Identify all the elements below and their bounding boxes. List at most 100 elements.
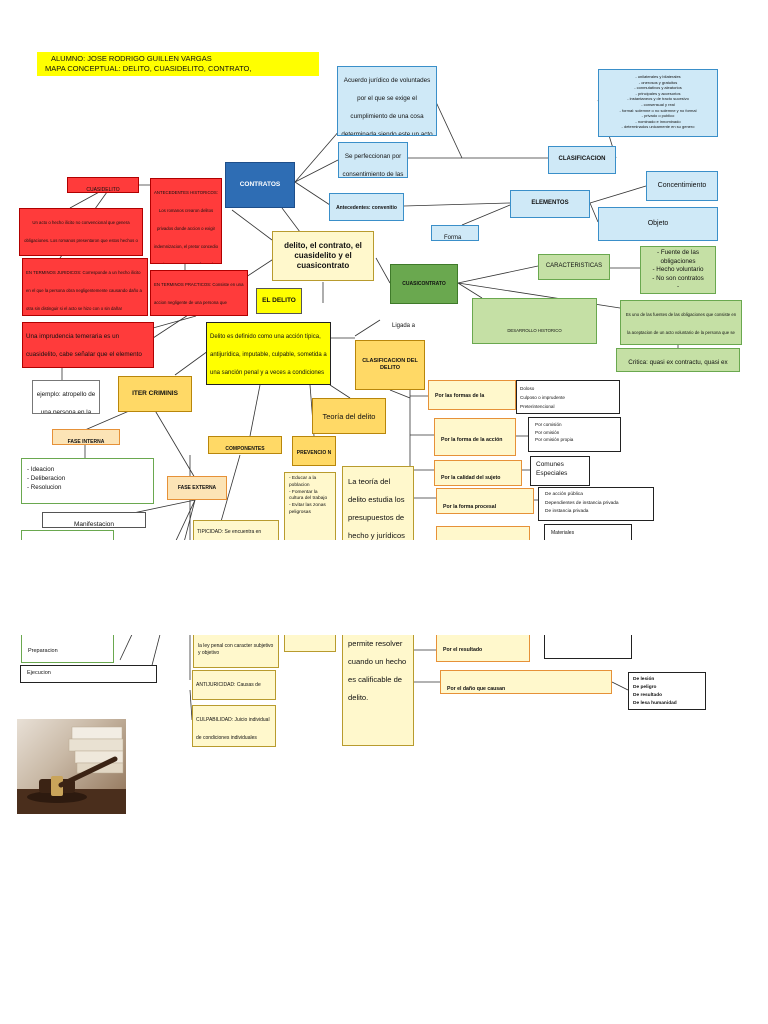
elemento-concentimiento: Concentimiento [646, 171, 718, 201]
cuasidelito-ejemplo-text: ejemplo: atropello de una persona en la … [36, 391, 96, 414]
list-item: - onerosos y gratuitos [638, 79, 678, 85]
contrato-forma: Forma [431, 225, 479, 241]
contratos-label: CONTRATOS [239, 181, 281, 189]
cuasidelito-definicion: Un acto o hecho ilicito no convencional … [19, 208, 143, 256]
culpabilidad-node: CULPABILIDAD: Juicio individual de condi… [192, 705, 276, 747]
clasif-sujeto: Por la calidad del sujeto activo [434, 460, 522, 486]
elemento-text: Objeto [647, 220, 669, 228]
clasif-dano-items: De lesión De peligro De resultado De les… [628, 672, 706, 710]
delito-node: EL DELITO [256, 288, 302, 314]
list-item: - formal: solemne o no solemne y no form… [619, 107, 697, 113]
clasif-dano-label: Por el daño que causan [447, 686, 506, 692]
clasif-formas: Por las formas de la [428, 380, 516, 410]
componentes-node: COMPONENTES [208, 436, 282, 454]
manifestacion-label: Manifestacion [73, 521, 115, 528]
caracteristicas-label: CARACTERISTICAS [545, 263, 603, 270]
culpabilidad-text: CULPABILIDAD: Juicio individual de condi… [196, 717, 270, 741]
list-item: - Ideacion [27, 466, 55, 473]
cuasicontrato-critica-text: Critica: quasi ex contractu, quasi ex de… [628, 359, 728, 366]
cuasicontrato-definicion-text: Es uno de las fuentes de las obligacione… [625, 312, 737, 335]
manifestacion-node: Manifestacion [42, 512, 146, 528]
cuasidelito-node: CUASIDELITO [67, 177, 139, 193]
list-item: De lesión [633, 677, 655, 682]
contrato-forma-text: Forma [444, 235, 462, 241]
cuasidelito-juridicos-text: EN TERMINOS JURIDICOS: Corresponde a un … [26, 270, 142, 311]
clasif-formas-items: Doloso Culposo o imprudente Preterintenc… [516, 380, 620, 414]
clasificacion-delito-node: CLASIFICACION DEL DELITO [355, 340, 425, 390]
list-item: Por omisión propia [535, 437, 574, 443]
cuasidelito-antecedentes-text: ANTECEDENTES HISTORICOS: Los romanos cre… [154, 190, 219, 263]
prevencion-label: PREVENCIO N [296, 450, 332, 456]
list-item: - Hecho voluntario [652, 266, 704, 273]
fase-interna-node: FASE INTERNA [52, 429, 120, 445]
clasif-accion: Por la forma de la acción [434, 418, 516, 456]
antijuricidad-node: ANTIJURICIDAD: Causas de justificacion [192, 670, 276, 700]
componentes-label: COMPONENTES [225, 446, 265, 452]
list-item: - nominado e innominado [635, 118, 681, 124]
contrato-antecedentes-text: Antecedentes: convenitio se divide en pa… [336, 205, 397, 211]
clasif-sujeto-label: Por la calidad del sujeto activo [441, 475, 501, 481]
list-item: - Resolucion [27, 484, 62, 491]
list-item: - Fomentar la cultura del trabajo [289, 489, 328, 502]
gavel-icon [17, 726, 126, 814]
contrato-elementos: ELEMENTOS [510, 190, 590, 218]
iter-criminis-label: ITER CRIMINIS [132, 390, 178, 398]
list-item: - conmutativos y aleatorios [634, 85, 682, 91]
list-item: - consensual y real [641, 101, 675, 107]
list-item: De lesa humanidad [633, 701, 677, 706]
clasif-accion-label: Por la forma de la acción [441, 437, 503, 443]
list-item: Por omisión [535, 429, 560, 435]
contrato-perfeccionan: Se perfeccionan por consentimiento de la… [338, 142, 408, 178]
elemento-text: Concentimiento [657, 182, 707, 190]
contrato-clasificacion-list: - unilaterales y bilaterales - onerosos … [598, 69, 718, 137]
cuasidelito-ejemplo: ejemplo: atropello de una persona en la … [32, 380, 100, 414]
clasif-resultado-label: Por el resultado [443, 647, 483, 653]
caracteristicas-list: - Fuente de las obligaciones - Hecho vol… [640, 246, 716, 294]
list-item: Por comisión [535, 422, 562, 427]
fase-externa-label: FASE EXTERNA [177, 485, 217, 491]
list-item: Especiales [536, 470, 568, 477]
cuasidelito-label: CUASIDELITO [86, 187, 120, 193]
cuasicontrato-critica: Critica: quasi ex contractu, quasi ex de… [616, 348, 740, 372]
list-item: - Deliberacion [27, 475, 66, 482]
list-item: De instancia privada [545, 509, 589, 515]
list-item: De peligro [633, 685, 657, 690]
contratos-node: CONTRATOS [225, 162, 295, 208]
delito-definicion-text: Delito es definido como una acción típic… [210, 334, 327, 376]
clasif-procesal-label: Por la forma procesal [443, 504, 497, 510]
contrato-elementos-label: ELEMENTOS [531, 200, 569, 207]
contrato-clasificacion-label: CLASIFICACION [558, 156, 606, 163]
cuasicontrato-definicion: Es uno de las fuentes de las obligacione… [620, 300, 742, 345]
gavel-photo [17, 719, 126, 814]
delito-definicion: Delito es definido como una acción típic… [206, 322, 331, 385]
iter-criminis-node: ITER CRIMINIS [118, 376, 192, 412]
ligada-label: Ligada a [392, 323, 416, 329]
clasif-dano: Por el daño que causan [440, 670, 612, 694]
contrato-clasificacion: CLASIFICACION [548, 146, 616, 174]
fase-interna-list: - Ideacion - Deliberacion - Resolucion [21, 458, 154, 504]
ejecucion-node: Ejecucion [20, 665, 157, 683]
clasif-formas-label: Por las formas de la [435, 393, 485, 399]
contrato-acuerdo: Acuerdo jurídico de voluntades por el qu… [337, 66, 437, 136]
list-item: - instantaneos y de tracto sucesivo [627, 96, 689, 102]
cuasicontrato-caracteristicas: CARACTERISTICAS [538, 254, 610, 280]
clasificacion-delito-label: CLASIFICACION DEL DELITO [362, 357, 418, 372]
cuasicontrato-node: CUASICONTRATO [390, 264, 458, 304]
list-item: - [676, 283, 680, 290]
cuasicontrato-desarrollo-text: DESARROLLO HISTORICO En los institutos d… [507, 328, 562, 333]
list-item: - Fuente de las obligaciones [656, 249, 699, 265]
teoria-node: Teoría del delito [312, 398, 386, 434]
delito-label: EL DELITO [262, 297, 296, 305]
list-item: - principales y accesorios [635, 90, 681, 96]
list-item: Materiales [551, 530, 575, 536]
cuasicontrato-label: CUASICONTRATO [402, 281, 446, 287]
render-gap [0, 540, 768, 635]
antijuricidad-text: ANTIJURICIDAD: Causas de justificacion [196, 682, 261, 688]
cuasidelito-antecedentes: ANTECEDENTES HISTORICOS: Los romanos cre… [150, 178, 222, 264]
list-item: Culposo o imprudente [520, 395, 565, 400]
cuasidelito-imprudencia: Una imprudencia temeraria es un cuasidel… [22, 322, 154, 368]
list-item: Dependientes de instancia privada [545, 500, 619, 506]
tipicidad-rest-text: la ley penal con caracter subjetivo y ob… [198, 643, 274, 656]
list-item: Comunes [536, 461, 564, 468]
prevencion-node: PREVENCIO N [292, 436, 336, 466]
